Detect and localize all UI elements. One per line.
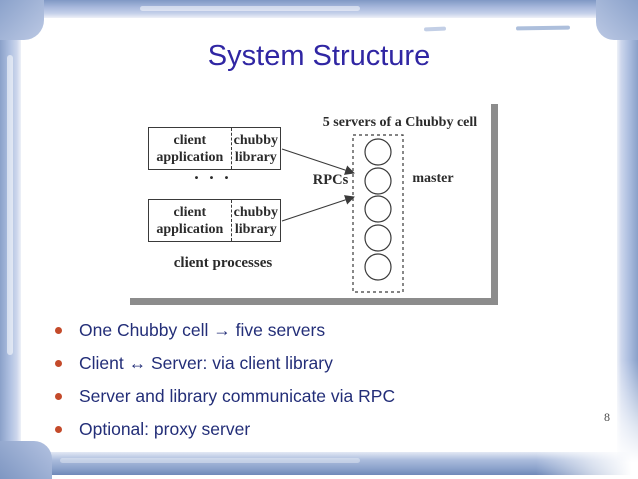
brush-streak — [140, 6, 360, 11]
ellipsis-label: . . . — [194, 163, 232, 183]
client-process-box-2: client application chubby library — [148, 199, 281, 242]
rpc-arrow-bottom — [281, 195, 355, 222]
client-processes-label: client processes — [173, 255, 273, 271]
bullet-text: Client ↔ Server: via client library — [79, 353, 333, 373]
client-application-cell: client application — [156, 204, 224, 237]
slide-title: System Structure — [207, 40, 431, 72]
chubby-architecture-diagram: 5 servers of a Chubby cell client applic… — [123, 97, 491, 298]
bullet-item: Server and library communicate via RPC — [52, 386, 582, 406]
bullet-marker-icon — [55, 360, 62, 367]
frame-corner-top-left — [0, 0, 44, 40]
frame-corner-top-right — [596, 0, 638, 40]
chubby-cell-caption: 5 servers of a Chubby cell — [322, 115, 478, 130]
bullet-marker-icon — [55, 426, 62, 433]
bullet-item: Optional: proxy server — [52, 419, 582, 439]
client-application-cell: client application — [156, 132, 224, 165]
brush-streak — [60, 458, 360, 463]
bullet-text: Server and library communicate via RPC — [79, 386, 396, 406]
rpcs-label: RPCs — [312, 172, 349, 188]
brush-streak — [423, 26, 447, 32]
bullet-marker-icon — [55, 327, 62, 334]
bullet-text: One Chubby cell → five servers — [79, 320, 326, 340]
server-node-2 — [364, 167, 392, 195]
frame-corner-bottom-left — [0, 441, 52, 479]
brush-streak — [7, 55, 13, 355]
brush-streak — [515, 25, 571, 31]
chubby-library-cell: chubby library — [230, 128, 280, 169]
bullet-marker-icon — [55, 393, 62, 400]
frame-right-border — [617, 0, 638, 462]
server-node-1 — [364, 138, 392, 166]
server-node-3 — [364, 195, 392, 223]
rpc-arrow-top — [281, 148, 355, 175]
chubby-cell-dashed-box — [352, 134, 404, 293]
client-process-box-1: client application chubby library — [148, 127, 281, 170]
chubby-library-cell: chubby library — [230, 200, 280, 241]
diagram-linework — [281, 134, 404, 293]
bullet-item: One Chubby cell → five servers — [52, 320, 582, 340]
server-node-5 — [364, 253, 392, 281]
bullet-list: One Chubby cell → five servers Client ↔ … — [52, 320, 582, 452]
server-node-4 — [364, 224, 392, 252]
page-number: 8 — [604, 410, 610, 424]
frame-bottom-border — [0, 452, 638, 475]
bullet-text: Optional: proxy server — [79, 419, 251, 439]
master-label: master — [412, 171, 454, 186]
bullet-item: Client ↔ Server: via client library — [52, 353, 582, 373]
